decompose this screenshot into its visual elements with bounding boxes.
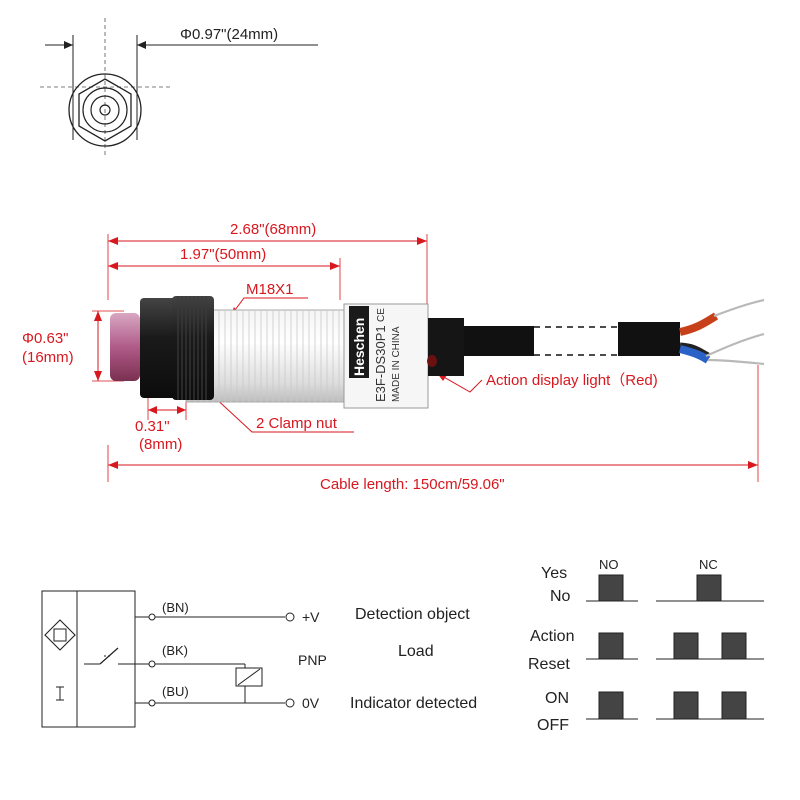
clamp-nut-label: 2 Clamp nut bbox=[256, 415, 338, 432]
cable-length-label: Cable length: 150cm/59.06" bbox=[320, 476, 505, 493]
timing-pulses bbox=[598, 574, 747, 720]
detection-object-label: Detection object bbox=[355, 606, 470, 623]
brand-label: Heschen bbox=[351, 318, 367, 376]
diameter-mm-label: (16mm) bbox=[22, 349, 74, 366]
nut-width-mm-label: (8mm) bbox=[139, 436, 182, 453]
wire-bk-label: (BK) bbox=[162, 643, 188, 658]
no-label: No bbox=[550, 588, 571, 605]
pulse-no-yes bbox=[598, 574, 624, 602]
origin-label: MADE IN CHINA bbox=[391, 326, 402, 402]
pulse-nc-action-2 bbox=[721, 632, 747, 660]
pulse-nc-action-1 bbox=[673, 632, 699, 660]
pulse-no-action bbox=[598, 632, 624, 660]
action-light-label: Action display light（Red) bbox=[486, 372, 658, 389]
on-label: ON bbox=[545, 690, 569, 707]
sensor-photo bbox=[110, 296, 765, 409]
zero-v-label: 0V bbox=[302, 695, 320, 711]
pulse-nc-yes bbox=[696, 574, 722, 602]
action-label: Action bbox=[530, 628, 574, 645]
nut-width-in-label: 0.31" bbox=[135, 418, 170, 435]
reset-label: Reset bbox=[528, 656, 570, 673]
pulse-nc-on-1 bbox=[673, 691, 699, 720]
ce-mark: CE bbox=[376, 308, 387, 322]
top-view: Φ0.97"(24mm) bbox=[40, 18, 318, 156]
wire-bu-label: (BU) bbox=[162, 684, 189, 699]
wiring-diagram bbox=[41, 590, 295, 728]
pulse-nc-on-2 bbox=[721, 691, 747, 720]
off-label: OFF bbox=[537, 717, 569, 734]
indicator-label: Indicator detected bbox=[350, 695, 477, 712]
pulse-no-on bbox=[598, 691, 624, 720]
pnp-label: PNP bbox=[298, 652, 327, 668]
diameter-in-label: Φ0.63" bbox=[22, 330, 69, 347]
plus-v-label: +V bbox=[302, 609, 320, 625]
timing-nc-header: NC bbox=[699, 557, 718, 572]
model-label: E3F-DS30P1 bbox=[373, 325, 388, 402]
timing-no-header: NO bbox=[599, 557, 619, 572]
length-total-label: 2.68"(68mm) bbox=[230, 221, 316, 238]
thread-label: M18X1 bbox=[246, 281, 294, 298]
yes-label: Yes bbox=[541, 565, 567, 582]
load-label: Load bbox=[398, 643, 434, 660]
top-diameter-label: Φ0.97"(24mm) bbox=[180, 26, 278, 43]
wire-bn-label: (BN) bbox=[162, 600, 189, 615]
length-body-label: 1.97"(50mm) bbox=[180, 246, 266, 263]
